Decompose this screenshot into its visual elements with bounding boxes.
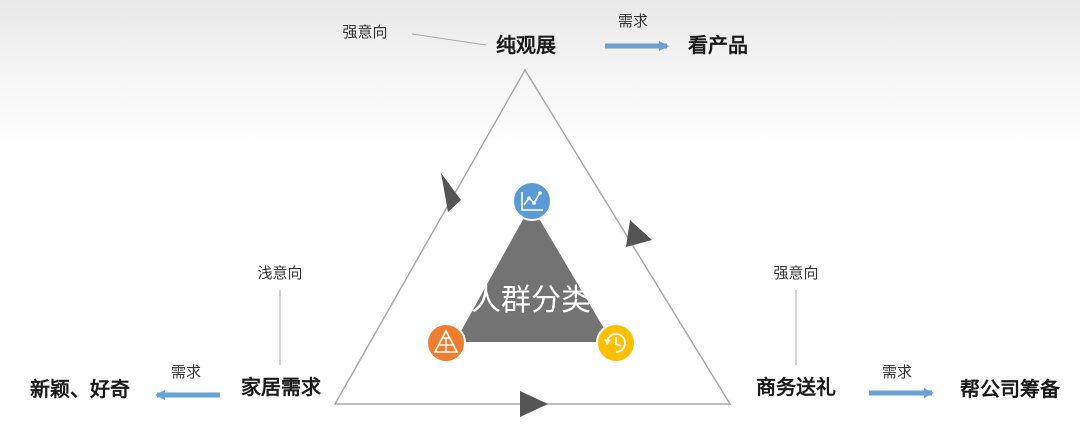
right-target-label: 帮公司筹备	[960, 377, 1061, 401]
cycle-arrowhead-left	[441, 173, 461, 212]
center-triangle	[455, 205, 612, 342]
line-chart-icon	[512, 181, 552, 221]
cycle-arrowhead-bottom	[520, 391, 548, 417]
right-node-label: 商务送礼	[756, 375, 836, 399]
top-node-label: 纯观展	[496, 33, 556, 57]
top-target-label: 看产品	[688, 33, 748, 57]
top-intent-label: 强意向	[342, 23, 387, 41]
center-label: 人群分类	[471, 283, 591, 318]
top-intent-connector	[411, 33, 487, 46]
left-node-label: 家居需求	[241, 375, 322, 399]
clock-history-icon	[596, 323, 636, 363]
cycle-arrowhead-right	[626, 220, 652, 247]
left-target-label: 新颖、好奇	[30, 377, 130, 401]
background-gradient	[0, 0, 1080, 150]
right-need-label: 需求	[882, 363, 912, 381]
top-need-label: 需求	[618, 12, 648, 30]
right-intent-label: 强意向	[773, 264, 818, 282]
pyramid-icon	[426, 323, 466, 363]
left-need-label: 需求	[171, 363, 201, 381]
left-intent-label: 浅意向	[257, 264, 302, 282]
